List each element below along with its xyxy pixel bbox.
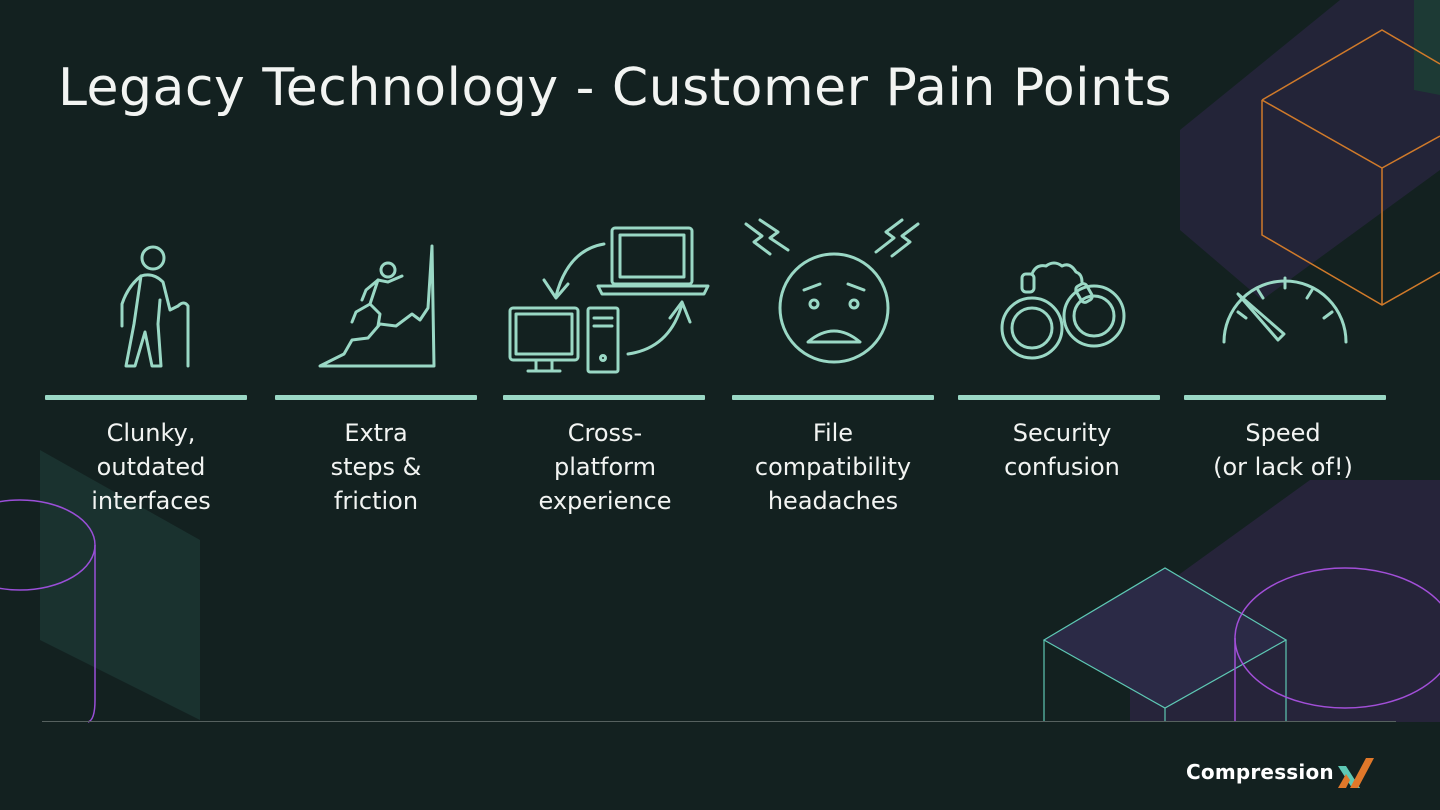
stressed-face-icon [744, 218, 920, 364]
divider-rule [732, 395, 934, 400]
cross-platform-devices-icon [508, 226, 710, 374]
divider-rule [503, 395, 705, 400]
label-line: Cross- [567, 419, 643, 447]
label-line: outdated [96, 453, 206, 481]
footer-divider [42, 721, 1396, 722]
pain-point-label-file-compat: File compatibility headaches [718, 416, 948, 518]
divider-rule [1184, 395, 1386, 400]
handcuffs-icon [1000, 261, 1126, 360]
pain-point-label-clunky: Clunky, outdated interfaces [36, 416, 266, 518]
label-line: confusion [1004, 453, 1120, 481]
pain-point-label-speed: Speed (or lack of!) [1168, 416, 1398, 484]
brand-name: Compression [1186, 760, 1334, 784]
divider-rule [275, 395, 477, 400]
label-line: File [812, 419, 854, 447]
pain-point-label-security: Security confusion [947, 416, 1177, 484]
divider-rule [45, 395, 247, 400]
label-line: (or lack of!) [1213, 453, 1353, 481]
climber-icon [318, 244, 436, 368]
label-line: compatibility [754, 453, 912, 481]
label-line: Extra [344, 419, 408, 447]
label-line: Security [1012, 419, 1112, 447]
label-line: interfaces [91, 487, 211, 515]
label-line: Clunky, [106, 419, 196, 447]
label-line: platform [554, 453, 656, 481]
label-line: friction [333, 487, 419, 515]
label-line: experience [538, 487, 672, 515]
label-line: headaches [767, 487, 899, 515]
x-logo-mark [1337, 758, 1374, 788]
label-line: steps & [330, 453, 422, 481]
slide-title: Legacy Technology - Customer Pain Points [58, 58, 1173, 118]
speedometer-icon [1222, 276, 1348, 344]
divider-rule [958, 395, 1160, 400]
pain-point-label-cross-platform: Cross- platform experience [490, 416, 720, 518]
pain-point-label-friction: Extra steps & friction [261, 416, 491, 518]
brand-logo: Compression [1186, 752, 1376, 792]
label-line: Speed [1245, 419, 1321, 447]
elderly-person-icon [120, 245, 190, 368]
